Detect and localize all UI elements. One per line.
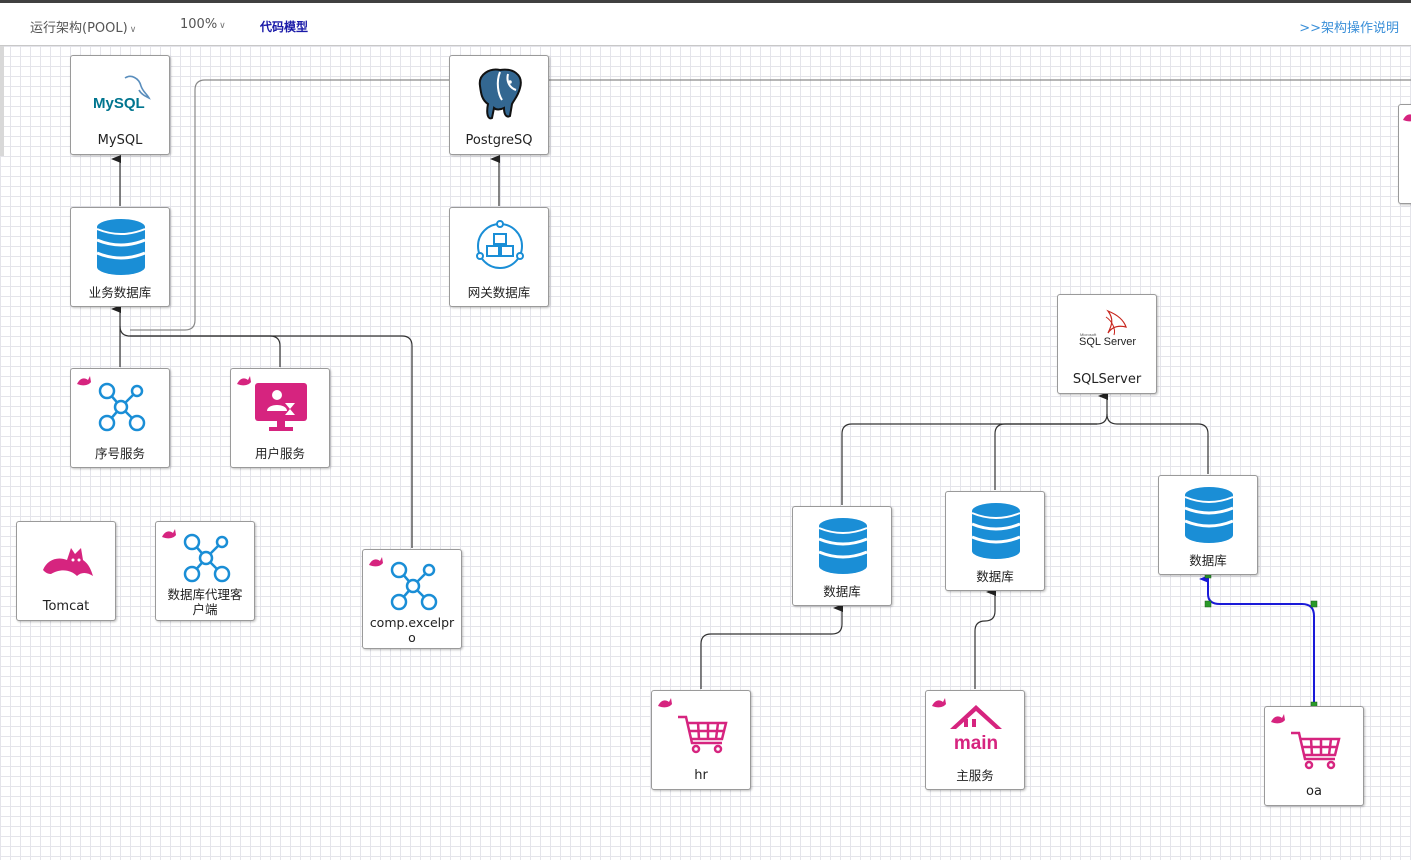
edge-db2-to-sqlserver [994,423,1097,490]
node-label: 主服务 [956,768,994,783]
cat-badge-icon [162,529,176,539]
mysql-logo-icon: MySQL [93,75,151,112]
node-label: 数据库 [823,584,861,599]
tomcat-cat-icon [43,548,93,576]
database-stack-icon [96,219,146,275]
zoom-label: 100% [180,17,218,32]
edge-long-top [130,79,1411,331]
node-label: oa [1306,784,1322,799]
home-main-icon: main [950,705,1002,754]
shopping-cart-icon [1291,731,1341,770]
arch-mode-label: 运行架构(POOL) [30,21,128,36]
edge-user-to-biz [119,325,281,367]
sqlserver-logo-icon: Microsoft SQL Server [1079,309,1136,348]
cat-badge-icon [1403,114,1411,122]
node-mysql[interactable]: MySQL MySQL [70,55,170,155]
edges-layer [111,79,1411,709]
zoom-dropdown[interactable]: 100%∨ [180,17,226,32]
sqlserver-logo-text: SQL Server [1079,336,1136,348]
network-nodes-icon [183,533,231,583]
node-label: comp.excelpro [369,615,455,645]
cat-badge-icon [1271,714,1285,724]
network-nodes-icon [98,382,146,432]
cat-badge-icon [369,557,383,567]
node-comp-excelpro[interactable]: comp.excelpro [362,549,462,649]
node-sqlserver[interactable]: Microsoft SQL Server SQLServer [1057,294,1157,394]
arch-mode-dropdown[interactable]: 运行架构(POOL)∨ [30,17,136,36]
node-label: PostgreSQ [465,133,533,148]
node-biz-db[interactable]: 业务数据库 [70,207,170,307]
edge-main-to-db2 [974,588,996,689]
node-label: 业务数据库 [88,285,152,300]
chevron-down-icon: ∨ [219,21,226,31]
chevron-down-icon: ∨ [129,25,137,35]
selected-edge-oa-to-db3 [1199,571,1318,709]
shopping-cart-icon [678,715,728,754]
node-label: Tomcat [42,599,90,614]
node-db-2[interactable]: 数据库 [945,491,1045,591]
node-user-service[interactable]: 用户服务 [230,368,330,468]
node-label: MySQL [97,133,143,148]
database-stack-icon [1184,487,1234,543]
left-scroll-edge [0,46,4,156]
node-label: 用户服务 [254,446,305,461]
postgres-elephant-icon [478,68,522,120]
edge-hr-to-db1 [700,604,843,689]
node-db-proxy-client[interactable]: 数据库代理客户端 [155,521,255,621]
node-label: hr [694,768,708,783]
node-db-3[interactable]: 数据库 [1158,475,1258,575]
help-link[interactable]: >>架构操作说明 [1299,21,1399,36]
database-stack-icon [971,503,1021,559]
node-tomcat[interactable]: Tomcat [16,521,116,621]
network-nodes-icon [390,561,438,611]
edge-comp-to-biz [130,335,413,548]
node-label: 数据库 [976,569,1014,584]
cat-badge-icon [237,376,251,386]
database-stack-icon [818,518,868,574]
toolbar: 运行架构(POOL)∨ 100%∨ 代码模型 >>架构操作说明 [0,0,1411,46]
node-label: 序号服务 [94,446,145,461]
node-seq-service[interactable]: 序号服务 [70,368,170,468]
node-partial-right[interactable] [1398,104,1411,204]
code-model-link[interactable]: 代码模型 [260,20,309,34]
cat-badge-icon [932,698,946,708]
edge-db1-to-sqlserver [841,392,1108,505]
node-label: 数据库代理客户端 [167,587,243,617]
main-logo-text: main [954,733,998,754]
node-oa[interactable]: oa [1264,706,1364,806]
sqlserver-logo-small-text: Microsoft [1080,332,1097,337]
mysql-logo-text: MySQL [93,95,145,112]
node-label: 数据库 [1189,553,1227,568]
cubes-network-icon [476,220,524,269]
node-label: 网关数据库 [467,285,531,300]
cat-badge-icon [658,698,672,708]
cat-badge-icon [77,376,91,386]
node-db-1[interactable]: 数据库 [792,506,892,606]
node-hr[interactable]: hr [651,690,751,790]
user-monitor-icon [255,383,307,431]
node-main-service[interactable]: main 主服务 [925,690,1025,790]
diagram-canvas[interactable]: MySQL MySQL PostgreSQ 业务数据库 [0,46,1411,860]
node-gateway-db[interactable]: 网关数据库 [449,207,549,307]
node-label: SQLServer [1072,372,1142,387]
node-postgres[interactable]: PostgreSQ [449,55,549,155]
edge-db3-to-sqlserver [1106,413,1209,474]
